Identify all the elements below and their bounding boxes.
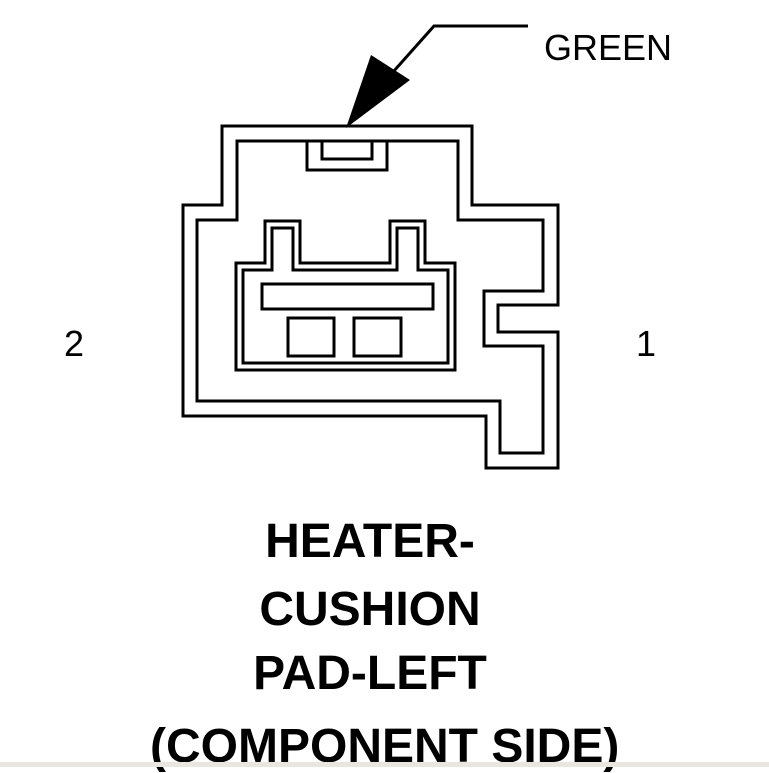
- pin-1-terminal: [352, 316, 403, 358]
- connector-name-line-2: CUSHION: [259, 583, 481, 636]
- connector-name-line-3: PAD-LEFT: [253, 647, 487, 700]
- bottom-divider: [0, 762, 769, 767]
- wire-color-arrowhead: [346, 55, 410, 128]
- wire-color-label: GREEN: [544, 27, 673, 68]
- locking-tab-inner: [320, 139, 374, 161]
- pin-2-terminal: [286, 316, 336, 358]
- terminal-bar: [260, 282, 435, 311]
- housing-inner-outline: [195, 139, 545, 455]
- housing-outer-outline: [181, 124, 560, 470]
- wire-color-leader-line: [391, 24, 528, 73]
- connector-name-line-1: HEATER-: [265, 515, 475, 568]
- pin-1-label: 1: [636, 323, 657, 364]
- locking-tab: [305, 141, 389, 172]
- terminal-cavity-outer: [234, 219, 457, 372]
- terminal-cavity-inner: [241, 226, 450, 365]
- pin-2-label: 2: [64, 323, 85, 364]
